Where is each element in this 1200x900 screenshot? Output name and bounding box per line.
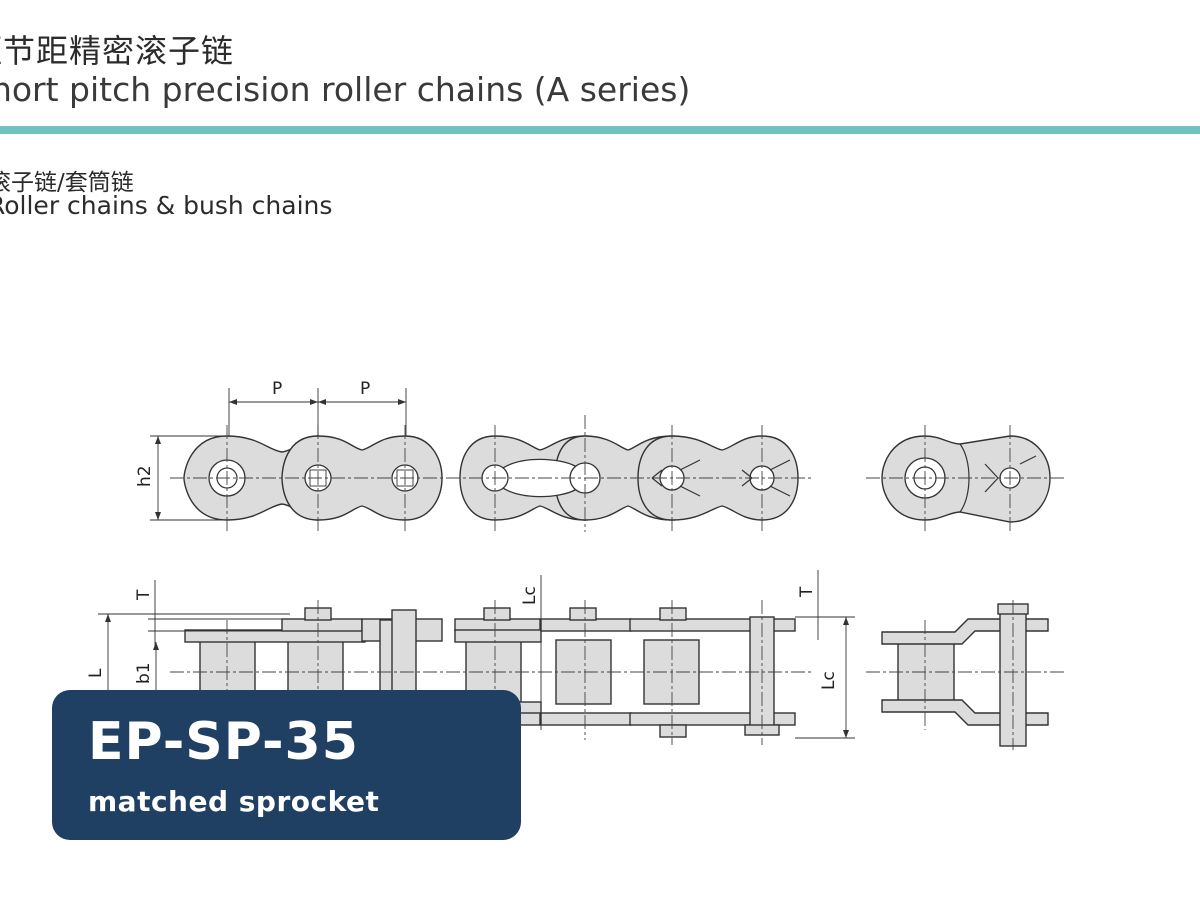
pitch-label-2: P — [360, 379, 370, 399]
pitch-dimension: P P — [228, 379, 407, 436]
length-label: L — [86, 668, 106, 678]
chain-side-view: P P h2 — [135, 379, 1066, 532]
thickness-label: T — [134, 589, 154, 601]
plate-height-dimension: h2 — [135, 435, 226, 521]
thickness-dimension: T — [134, 580, 290, 650]
inner-width-label: b1 — [134, 662, 154, 684]
offset-link-plan-view — [866, 600, 1066, 750]
accent-rule — [0, 126, 1200, 134]
right-pin-length-label: Lc — [819, 671, 839, 690]
page-title-en: Short pitch precision roller chains (A s… — [0, 70, 691, 109]
product-caption: matched sprocket — [88, 785, 380, 818]
right-thickness-label: T — [797, 586, 817, 598]
page-title-cn: 短节距精密滚子链 — [0, 32, 235, 70]
plate-height-label: h2 — [135, 465, 155, 487]
product-code: EP-SP-35 — [88, 712, 359, 772]
right-dimensions: T Lc — [795, 570, 855, 739]
offset-link-side-view — [866, 425, 1066, 532]
connecting-pin-length-dimension: Lc — [520, 575, 542, 730]
section-title-cn: 滚子链/套筒链 — [0, 170, 134, 196]
connecting-pin-length-label: Lc — [520, 586, 540, 605]
product-code-badge: EP-SP-35 matched sprocket — [52, 690, 521, 840]
pitch-label-1: P — [272, 379, 282, 399]
section-title-en: Roller chains & bush chains — [0, 191, 333, 220]
